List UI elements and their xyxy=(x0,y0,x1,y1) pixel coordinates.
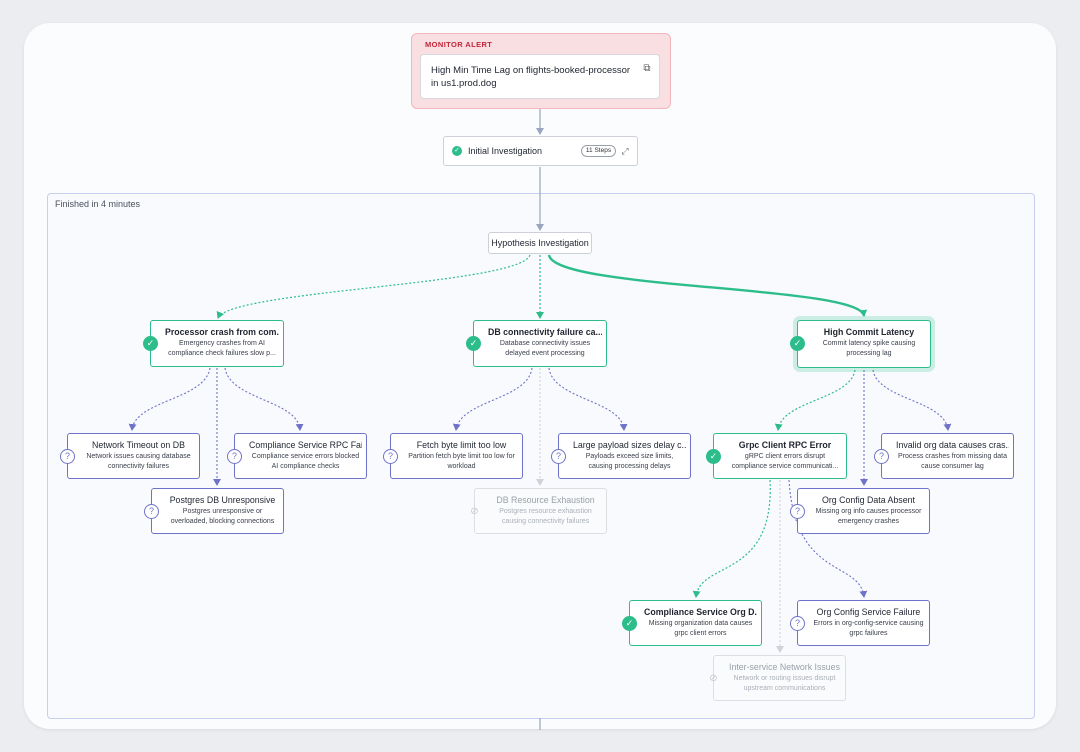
check-icon: ✓ xyxy=(790,336,805,351)
node-large-payload[interactable]: ? Large payload sizes delay c... Payload… xyxy=(551,433,691,479)
node-description: Database connectivity issues delayed eve… xyxy=(499,340,591,357)
node-title: Inter-service Network Issues xyxy=(729,662,840,672)
node-description: Postgres resource exhaustion causing con… xyxy=(499,508,592,525)
finished-label: Finished in 4 minutes xyxy=(55,199,141,209)
steps-badge[interactable]: 11 Steps xyxy=(581,145,616,157)
node-invalid-org-data[interactable]: ? Invalid org data causes cras... Proces… xyxy=(874,433,1014,479)
node-description: Commit latency spike causing processing … xyxy=(822,340,916,357)
initial-investigation-node[interactable] xyxy=(443,136,638,166)
node-processor-crash[interactable]: ✓ Processor crash from com... Emergency … xyxy=(143,320,284,367)
question-icon: ? xyxy=(60,449,75,464)
node-title: Org Config Data Absent xyxy=(822,495,915,505)
expand-icon[interactable]: ⤢ xyxy=(621,146,629,156)
question-icon: ? xyxy=(790,504,805,519)
hypothesis-investigation-node[interactable]: Hypothesis Investigation xyxy=(488,232,592,254)
check-icon: ✓ xyxy=(706,449,721,464)
initial-investigation-label: Initial Investigation xyxy=(468,146,543,156)
node-description: Postgres unresponsive or overloaded, blo… xyxy=(170,508,275,525)
node-description: Missing org info causes processor emerge… xyxy=(815,508,922,525)
question-icon: ? xyxy=(551,449,566,464)
node-db-resource-exhaustion[interactable]: ⊘ DB Resource Exhaustion Postgres resour… xyxy=(470,488,607,534)
node-description: Partition fetch byte limit too low for w… xyxy=(408,453,515,470)
node-title: DB connectivity failure ca... xyxy=(488,327,602,337)
node-description: Payloads exceed size limits, causing pro… xyxy=(585,453,674,470)
node-title: Invalid org data causes cras... xyxy=(896,440,1009,450)
ruled-out-icon: ⊘ xyxy=(470,506,479,517)
node-title: Processor crash from com... xyxy=(165,327,279,337)
monitor-alert-label: MONITOR ALERT xyxy=(425,40,493,49)
node-title: Fetch byte limit too low xyxy=(416,440,507,450)
node-inter-service-network[interactable]: ⊘ Inter-service Network Issues Network o… xyxy=(709,655,846,701)
node-description: Network issues causing database connecti… xyxy=(86,453,191,470)
node-org-config-absent[interactable]: ? Org Config Data Absent Missing org inf… xyxy=(790,488,930,534)
node-description: Network or routing issues disrupt upstre… xyxy=(733,675,836,692)
node-description: Missing organization data causes grpc cl… xyxy=(648,620,753,637)
check-icon: ✓ xyxy=(466,336,481,351)
node-db-connectivity[interactable]: ✓ DB connectivity failure ca... Database… xyxy=(466,320,607,367)
node-title: Network Timeout on DB xyxy=(92,440,185,450)
node-description: Emergency crashes from AI compliance che… xyxy=(168,340,276,357)
node-network-timeout[interactable]: ? Network Timeout on DB Network issues c… xyxy=(60,433,200,479)
node-postgres-unresponsive[interactable]: ? Postgres DB Unresponsive Postgres unre… xyxy=(144,488,284,534)
node-compliance-org-data[interactable]: ✓ Compliance Service Org D... Missing or… xyxy=(622,600,762,646)
node-fetch-byte-limit[interactable]: ? Fetch byte limit too low Partition fet… xyxy=(383,433,523,479)
node-title: DB Resource Exhaustion xyxy=(496,495,595,505)
check-icon: ✓ xyxy=(622,616,637,631)
node-title: Grpc Client RPC Error xyxy=(738,440,832,450)
node-compliance-rpc[interactable]: ? Compliance Service RPC Fai... Complian… xyxy=(227,433,367,479)
link-icon[interactable]: ⧉ xyxy=(643,63,651,74)
node-grpc-client-error[interactable]: ✓ Grpc Client RPC Error gRPC client erro… xyxy=(706,433,847,479)
node-title: Large payload sizes delay c... xyxy=(573,440,686,450)
monitor-alert-card[interactable]: High Min Time Lag on flights-booked-proc… xyxy=(420,54,660,99)
node-description: Errors in org-config-service causing grp… xyxy=(813,620,924,637)
node-description: gRPC client errors disrupt compliance se… xyxy=(731,453,839,470)
question-icon: ? xyxy=(790,616,805,631)
check-icon: ✓ xyxy=(452,146,462,156)
node-description: Process crashes from missing data cause … xyxy=(898,453,1007,470)
node-org-config-service-failure[interactable]: ? Org Config Service Failure Errors in o… xyxy=(790,600,930,646)
question-icon: ? xyxy=(874,449,889,464)
question-icon: ? xyxy=(383,449,398,464)
node-title: Postgres DB Unresponsive xyxy=(169,495,276,505)
question-icon: ? xyxy=(227,449,242,464)
node-description: Compliance service errors blocked AI com… xyxy=(251,453,360,470)
node-high-commit-latency[interactable]: ✓ High Commit Latency Commit latency spi… xyxy=(790,320,931,368)
check-icon: ✓ xyxy=(143,336,158,351)
node-title: Compliance Service Org D... xyxy=(644,607,757,617)
node-title: High Commit Latency xyxy=(823,327,915,337)
node-title: Compliance Service RPC Fai... xyxy=(249,440,362,450)
ruled-out-icon: ⊘ xyxy=(709,673,718,684)
node-title: Org Config Service Failure xyxy=(816,607,921,617)
question-icon: ? xyxy=(144,504,159,519)
